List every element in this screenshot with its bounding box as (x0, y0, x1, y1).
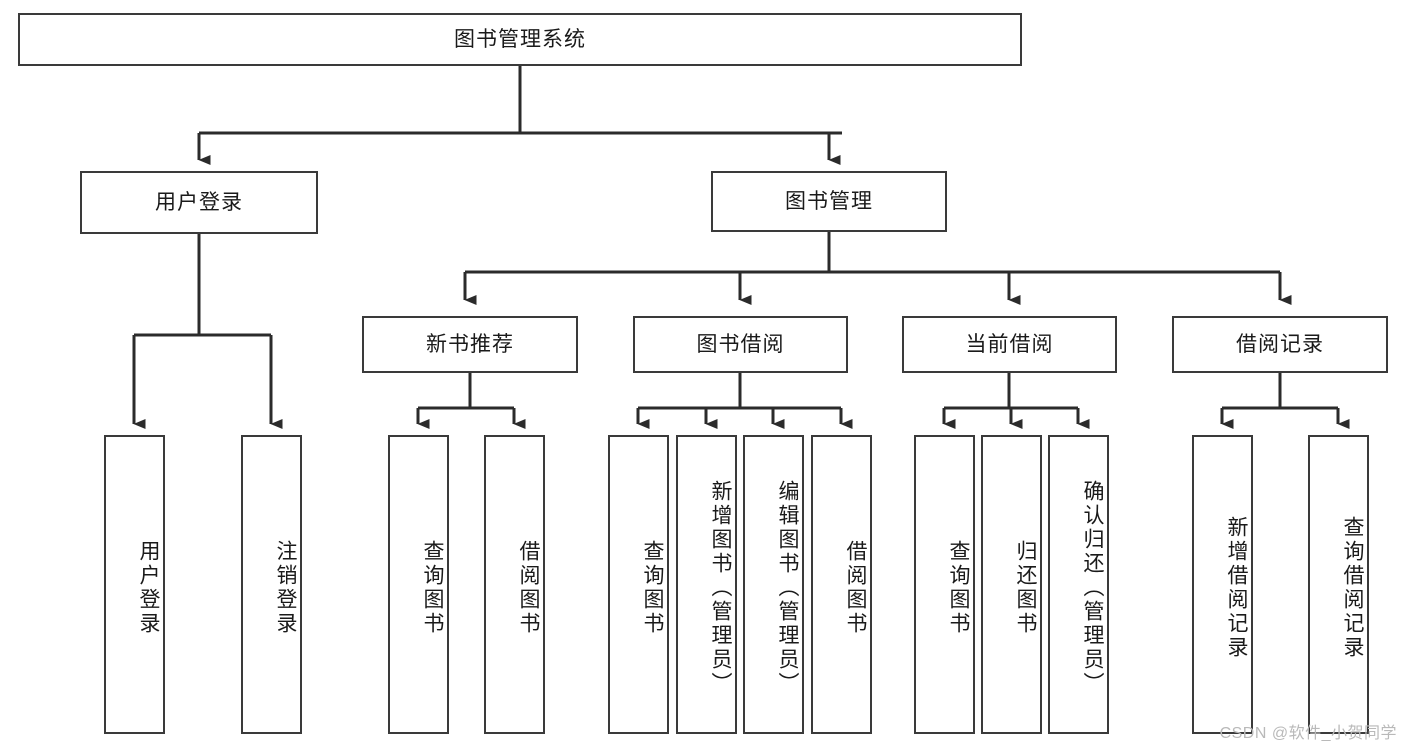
leaf-current-borrow-confirm-return-admin[interactable]: 确认归还（管理员） (1048, 435, 1109, 734)
node-label: 借阅图书 (844, 539, 867, 636)
node-root-book-management-system[interactable]: 图书管理系统 (18, 13, 1022, 66)
leaf-user-login-login[interactable]: 用户登录 (104, 435, 165, 734)
leaf-book-borrow-edit-book-admin[interactable]: 编辑图书（管理员） (743, 435, 804, 734)
node-label: 归还图书 (1014, 539, 1037, 636)
leaf-user-login-logout[interactable]: 注销登录 (241, 435, 302, 734)
node-borrow-record[interactable]: 借阅记录 (1172, 316, 1388, 373)
node-label: 查询图书 (421, 539, 444, 636)
node-label: 查询图书 (641, 539, 664, 636)
leaf-book-borrow-borrow-book[interactable]: 借阅图书 (811, 435, 872, 734)
node-label: 图书管理 (785, 189, 873, 213)
node-book-borrow[interactable]: 图书借阅 (633, 316, 848, 373)
leaf-book-borrow-query-book[interactable]: 查询图书 (608, 435, 669, 734)
leaf-new-book-query-book[interactable]: 查询图书 (388, 435, 449, 734)
node-label: 借阅记录 (1236, 332, 1324, 356)
node-label: 图书借阅 (696, 332, 785, 356)
node-label: 查询借阅记录 (1341, 515, 1364, 660)
node-label: 编辑图书（管理员） (776, 479, 799, 696)
leaf-borrow-record-query-record[interactable]: 查询借阅记录 (1308, 435, 1369, 734)
node-label: 图书管理系统 (454, 27, 586, 51)
leaf-borrow-record-add-record[interactable]: 新增借阅记录 (1192, 435, 1253, 734)
leaf-new-book-borrow-book[interactable]: 借阅图书 (484, 435, 545, 734)
node-label: 查询图书 (947, 539, 970, 636)
node-label: 新书推荐 (426, 332, 514, 356)
watermark-text: CSDN @软件_小贺同学 (1219, 725, 1397, 742)
node-user-login[interactable]: 用户登录 (80, 171, 318, 234)
node-current-borrow[interactable]: 当前借阅 (902, 316, 1117, 373)
node-label: 当前借阅 (965, 332, 1054, 356)
node-label: 新增图书（管理员） (709, 479, 732, 696)
node-label: 借阅图书 (517, 539, 540, 636)
node-label: 确认归还（管理员） (1081, 479, 1104, 696)
node-label: 注销登录 (274, 539, 297, 636)
node-label: 用户登录 (137, 539, 160, 636)
node-book-management[interactable]: 图书管理 (711, 171, 947, 232)
leaf-current-borrow-query-book[interactable]: 查询图书 (914, 435, 975, 734)
node-new-book-recommend[interactable]: 新书推荐 (362, 316, 578, 373)
node-label: 新增借阅记录 (1225, 515, 1248, 660)
node-label: 用户登录 (155, 190, 243, 214)
leaf-current-borrow-return-book[interactable]: 归还图书 (981, 435, 1042, 734)
leaf-book-borrow-add-book-admin[interactable]: 新增图书（管理员） (676, 435, 737, 734)
